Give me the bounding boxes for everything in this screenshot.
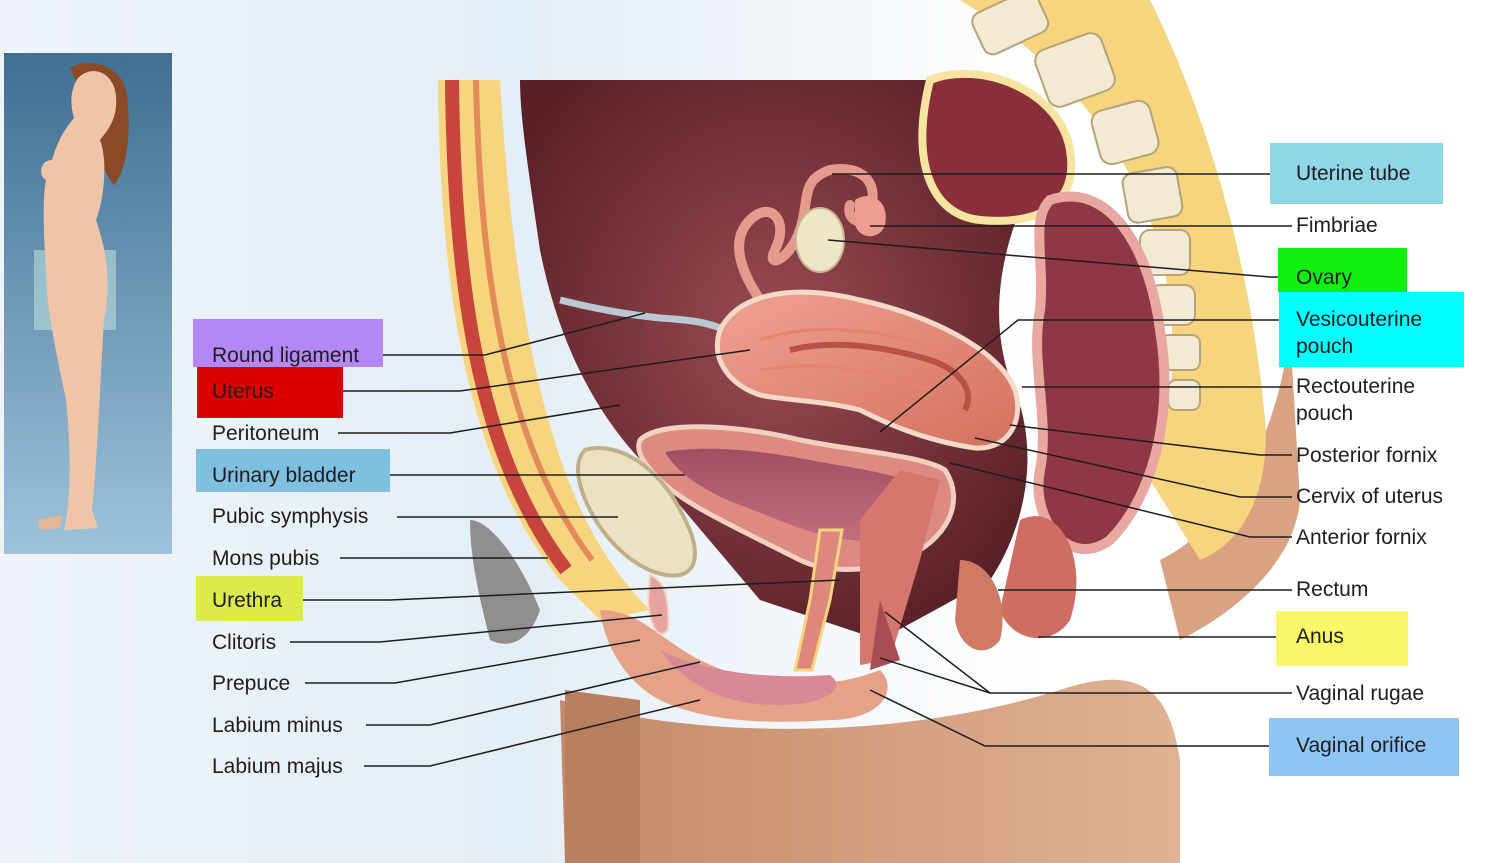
round-ligament-strand	[559, 296, 722, 332]
label-fimbriae: Fimbriae	[1296, 214, 1378, 237]
label-anterior-fornix: Anterior fornix	[1296, 526, 1427, 549]
highlight-urethra	[196, 576, 303, 621]
sacrum	[960, 0, 1266, 560]
label-vaginal-rugae: Vaginal rugae	[1296, 682, 1425, 705]
pubic-symphysis-shape	[576, 446, 697, 578]
uterine-tube-ovary	[734, 164, 886, 305]
label-uterine-tube: Uterine tube	[1296, 162, 1411, 185]
label-vesicouterine-pouch-line1: Vesicouterine	[1296, 308, 1423, 331]
body-silhouette	[560, 330, 1300, 863]
vulva	[600, 573, 888, 722]
abdominal-wall	[438, 79, 650, 620]
label-prepuce: Prepuce	[212, 672, 291, 695]
label-peritoneum: Peritoneum	[212, 422, 320, 445]
label-posterior-fornix: Posterior fornix	[1296, 444, 1438, 467]
label-labium-minus: Labium minus	[212, 714, 343, 737]
highlight-vaginal-orifice	[1269, 718, 1459, 776]
label-urethra: Urethra	[212, 589, 283, 612]
highlight-round-ligament	[193, 319, 383, 367]
body-thumbnail	[4, 53, 172, 554]
highlight-vesicouterine-pouch	[1279, 292, 1464, 367]
label-urinary-bladder: Urinary bladder	[212, 464, 356, 487]
label-clitoris: Clitoris	[212, 631, 277, 654]
label-rectouterine-pouch-line1: Rectouterine	[1296, 375, 1416, 398]
label-cervix-of-uterus: Cervix of uterus	[1296, 485, 1444, 508]
highlight-uterine-tube	[1270, 143, 1443, 204]
intestines	[918, 69, 1170, 651]
highlight-anus	[1276, 611, 1408, 666]
label-uterus: Uterus	[212, 380, 274, 403]
highlight-ovary	[1278, 248, 1407, 292]
uterus-shape	[714, 289, 1021, 451]
label-ovary: Ovary	[1296, 266, 1353, 289]
label-pubic-symphysis: Pubic symphysis	[212, 505, 369, 528]
label-vesicouterine-pouch-line2: pouch	[1296, 335, 1354, 358]
label-rectouterine-pouch-line2: pouch	[1296, 402, 1354, 425]
label-labium-majus: Labium majus	[212, 755, 343, 778]
label-rectum: Rectum	[1296, 578, 1369, 601]
highlight-urinary-bladder	[196, 449, 390, 492]
label-vaginal-orifice: Vaginal orifice	[1296, 734, 1427, 757]
pubic-hair	[470, 520, 540, 644]
label-round-ligament: Round ligament	[212, 344, 360, 367]
highlight-uterus	[197, 367, 343, 418]
urethra-vagina	[793, 470, 940, 672]
label-mons-pubis: Mons pubis	[212, 547, 320, 570]
label-anus: Anus	[1296, 625, 1344, 648]
